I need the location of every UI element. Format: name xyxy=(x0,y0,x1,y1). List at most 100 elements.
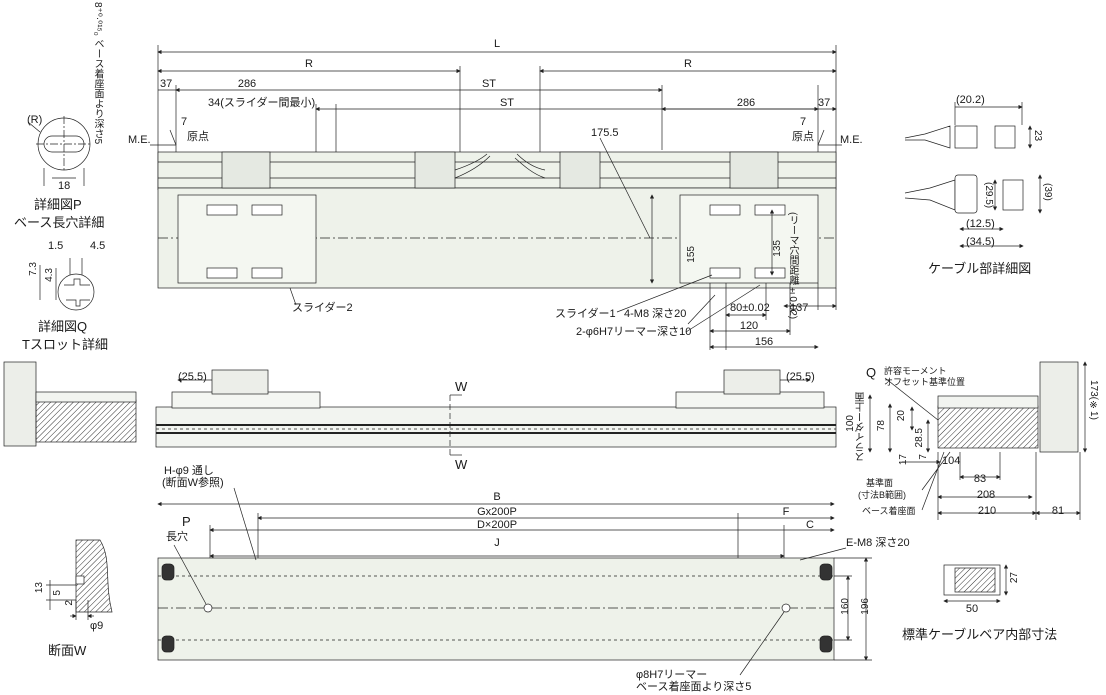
cable-dim-23: 23 xyxy=(1032,130,1043,142)
dim-D: D×200P xyxy=(476,519,518,531)
reamer8-line-1: φ8H7リーマー xyxy=(636,669,708,681)
end-slider-top: スライダー上面 xyxy=(856,392,867,462)
bearer-dim-27: 27 xyxy=(1009,572,1020,584)
label-h-ref: (断面W参照) xyxy=(162,477,224,489)
dim-286-left: 286 xyxy=(237,78,257,90)
section-w-drawing xyxy=(46,539,113,620)
dim-286-right: 286 xyxy=(736,97,756,109)
end-dim-100: 100 xyxy=(845,415,856,432)
label-me-left: M.E. xyxy=(128,134,151,146)
label-m8: 4-M8 深さ20 xyxy=(624,308,687,320)
dim-ST-top: ST xyxy=(481,78,497,90)
end-base-seat: ベース着座面 xyxy=(862,506,916,516)
label-origin-left: 原点 xyxy=(187,131,209,143)
detail-q-dim-1-5: 1.5 xyxy=(48,240,64,252)
right-end-view xyxy=(867,361,1088,520)
dim-ST-mid: ST xyxy=(499,97,515,109)
end-dim-208: 208 xyxy=(976,489,996,501)
detail-p-vertical-note: 8⁺⁰·⁰¹⁵₀ ベース着座面より深さ5 xyxy=(92,2,103,145)
end-dim-83: 83 xyxy=(973,473,987,485)
detail-p-drawing xyxy=(27,116,92,186)
detail-p-r-label: (R) xyxy=(27,114,43,126)
label-me-right: M.E. xyxy=(840,134,863,146)
dim-160: 160 xyxy=(840,598,851,615)
dim-F: F xyxy=(782,506,790,518)
label-slider-2: スライダー2 xyxy=(292,302,353,314)
end-dim-104: 104 xyxy=(942,455,961,467)
bottom-view xyxy=(157,487,872,676)
dim-C: C xyxy=(806,519,814,531)
detail-p-title: 詳細図P xyxy=(34,197,82,212)
detail-q-marker: Q xyxy=(866,365,877,380)
end-dim-17: 17 xyxy=(898,454,909,466)
cable-dim-34-5: (34.5) xyxy=(966,236,995,248)
section-w-dim-5: 5 xyxy=(52,590,63,596)
dim-L: L xyxy=(493,38,501,50)
section-w-dim-13: 13 xyxy=(34,582,45,594)
detail-q-drawing xyxy=(39,258,95,311)
end-dim-78: 78 xyxy=(876,420,887,432)
cable-dim-39: (39) xyxy=(1042,183,1053,201)
detail-p-marker: P xyxy=(182,514,191,529)
side-dim-25-5-right: (25.5) xyxy=(786,371,815,383)
end-ref-plane: 基準面 xyxy=(866,478,894,488)
detail-q-dim-7-3: 7.3 xyxy=(28,262,39,276)
cable-detail-drawing xyxy=(904,102,1043,249)
label-origin-right: 原点 xyxy=(792,131,814,143)
end-dim-28-5: 28.5 xyxy=(914,428,925,448)
cable-dim-12-5: (12.5) xyxy=(966,218,995,230)
dim-R-right: R xyxy=(684,58,692,70)
top-view xyxy=(150,45,842,350)
end-dim-81: 81 xyxy=(1051,505,1065,517)
moment-line-1: 許容モーメント xyxy=(884,366,947,376)
cable-dim-20-2: (20.2) xyxy=(956,94,985,106)
dim-120: 120 xyxy=(739,320,759,332)
cable-bearer-drawing xyxy=(943,564,1009,604)
dim-J: J xyxy=(494,537,500,549)
section-w-dim-2: 2 xyxy=(64,600,75,606)
dim-B: B xyxy=(493,491,501,503)
label-reamer6: 2-φ6H7リーマー深さ10 xyxy=(576,326,692,338)
cable-bearer-title: 標準ケーブルベア内部寸法 xyxy=(902,627,1058,642)
end-dim-20: 20 xyxy=(896,410,907,422)
side-view xyxy=(155,369,837,456)
label-slot: 長穴 xyxy=(166,531,188,543)
detail-q-dim-4-3: 4.3 xyxy=(44,268,55,282)
dim-196: 196 xyxy=(860,598,871,615)
dim-175-5: 175.5 xyxy=(591,127,619,139)
dim-7-right: 7 xyxy=(800,116,807,128)
dim-7-left: 7 xyxy=(181,116,188,128)
end-dim-7: 7 xyxy=(918,454,929,460)
left-end-view xyxy=(3,361,137,447)
detail-q-subtitle: Tスロット詳細 xyxy=(22,337,108,352)
dim-R-left: R xyxy=(305,58,313,70)
dim-137: 137 xyxy=(790,302,809,314)
detail-p-width: 18 xyxy=(58,180,71,192)
dim-G: Gx200P xyxy=(477,506,517,518)
label-h-hole: H-φ9 通し xyxy=(164,465,214,477)
end-dim-210: 210 xyxy=(977,505,997,517)
end-ref-range: (寸法B範囲) xyxy=(858,490,906,500)
section-w-bottom-label: W xyxy=(455,457,468,472)
end-dim-173: 173(※1) xyxy=(1088,380,1099,420)
label-e-m8: E-M8 深さ20 xyxy=(846,537,910,549)
bearer-dim-50: 50 xyxy=(965,603,979,615)
dim-155: 155 xyxy=(686,246,697,263)
section-w-dim-phi9: φ9 xyxy=(90,620,104,632)
dim-37-left: 37 xyxy=(160,78,173,90)
cable-dim-29-5: (29.5) xyxy=(983,182,994,209)
reamer8-line-2: ベース着座面より深さ5 xyxy=(636,681,752,693)
cable-detail-title: ケーブル部詳細図 xyxy=(928,261,1032,276)
dim-80: 80±0.02 xyxy=(730,302,770,314)
detail-p-subtitle: ベース長穴詳細 xyxy=(14,215,105,230)
dim-37-right: 37 xyxy=(818,97,831,109)
dim-135: 135 xyxy=(772,240,783,257)
dim-min-gap: 34(スライダー間最小) xyxy=(208,97,316,109)
pitch-note: (リーマ穴間距離±0.02) xyxy=(787,212,798,320)
side-dim-25-5-left: (25.5) xyxy=(178,371,207,383)
label-slider-1: スライダー1 xyxy=(555,308,616,320)
section-w-title: 断面W xyxy=(48,643,87,658)
section-w-top-label: W xyxy=(455,379,468,394)
detail-q-dim-4-5: 4.5 xyxy=(90,240,106,252)
